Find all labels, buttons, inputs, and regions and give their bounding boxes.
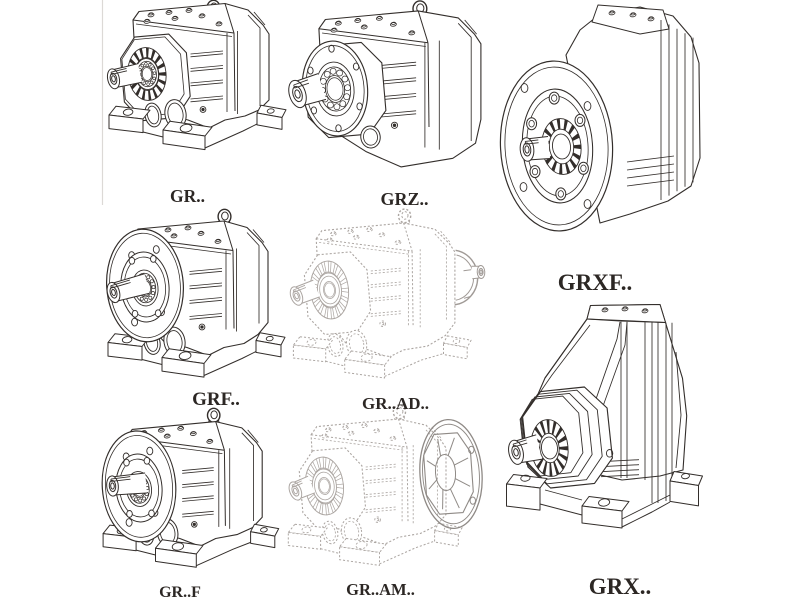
svg-text:GR..F: GR..F	[159, 584, 201, 600]
svg-text:GRXF..: GRXF..	[558, 270, 633, 295]
svg-text:GRZ..: GRZ..	[380, 189, 428, 209]
svg-text:GRF..: GRF..	[192, 389, 240, 410]
svg-text:GR..AM..: GR..AM..	[346, 580, 415, 599]
svg-text:GR..AD..: GR..AD..	[362, 394, 429, 413]
svg-text:GR..: GR..	[170, 186, 205, 206]
svg-text:GRX..: GRX..	[589, 574, 652, 599]
